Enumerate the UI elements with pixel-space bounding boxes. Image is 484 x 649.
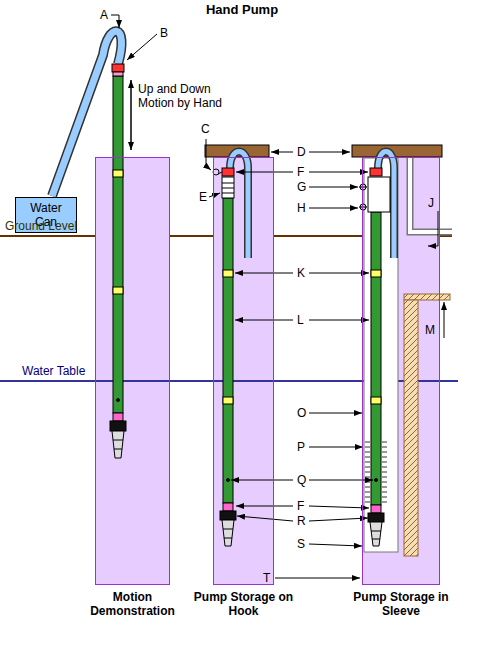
- well-fill: [213, 157, 274, 585]
- callout-letter: O: [297, 406, 306, 420]
- well-caption: Pump Storage on Hook: [188, 590, 300, 618]
- well-fill: [95, 157, 170, 585]
- motion-arrow: [130, 80, 132, 150]
- callout-letter: F: [297, 165, 304, 179]
- label-text: Ground Level: [5, 219, 77, 233]
- wall: [404, 300, 418, 556]
- callout-letter: H: [297, 201, 306, 215]
- callout-letter: T: [263, 571, 270, 585]
- callout-letter: B: [160, 26, 168, 40]
- callout-letter: R: [297, 514, 306, 528]
- pump: [213, 168, 236, 546]
- well-caption: Motion Demonstration: [77, 590, 189, 618]
- callout-letter: E: [199, 190, 207, 204]
- callout-letter: F: [297, 499, 304, 513]
- well-column: Motion Demonstration: [95, 157, 170, 585]
- well-column: Pump Storage in Sleeve: [362, 157, 440, 585]
- callout-letter: P: [297, 440, 305, 454]
- callout-letter: S: [297, 537, 305, 551]
- hose: [52, 31, 122, 196]
- pump: [110, 64, 126, 458]
- callout-letter: K: [297, 266, 305, 280]
- callout-letter: C: [201, 122, 210, 136]
- callout-letter: Q: [297, 473, 306, 487]
- callout-letter: J: [428, 196, 434, 210]
- callout-letter: A: [100, 8, 108, 22]
- callout-letter: D: [297, 145, 306, 159]
- label-text: Water Table: [22, 364, 85, 378]
- well-fill: [362, 157, 440, 585]
- callout-letter: M: [425, 323, 435, 337]
- pipe: [410, 158, 452, 232]
- callout-letter: G: [297, 180, 306, 194]
- ticks: [382, 440, 387, 506]
- well-column: Pump Storage on Hook: [213, 157, 274, 585]
- ticks: [365, 440, 370, 506]
- label-text: Up and Down Motion by Hand: [138, 82, 238, 110]
- diagram-title: Hand Pump: [0, 2, 484, 17]
- hose: [52, 31, 122, 196]
- wall: [404, 294, 450, 300]
- pipe: [410, 158, 452, 232]
- callout-letter: L: [297, 313, 304, 327]
- leader-lines: [111, 15, 444, 578]
- pump: [359, 168, 390, 546]
- well-caption: Pump Storage in Sleeve: [345, 590, 457, 618]
- well-lid: [352, 145, 442, 157]
